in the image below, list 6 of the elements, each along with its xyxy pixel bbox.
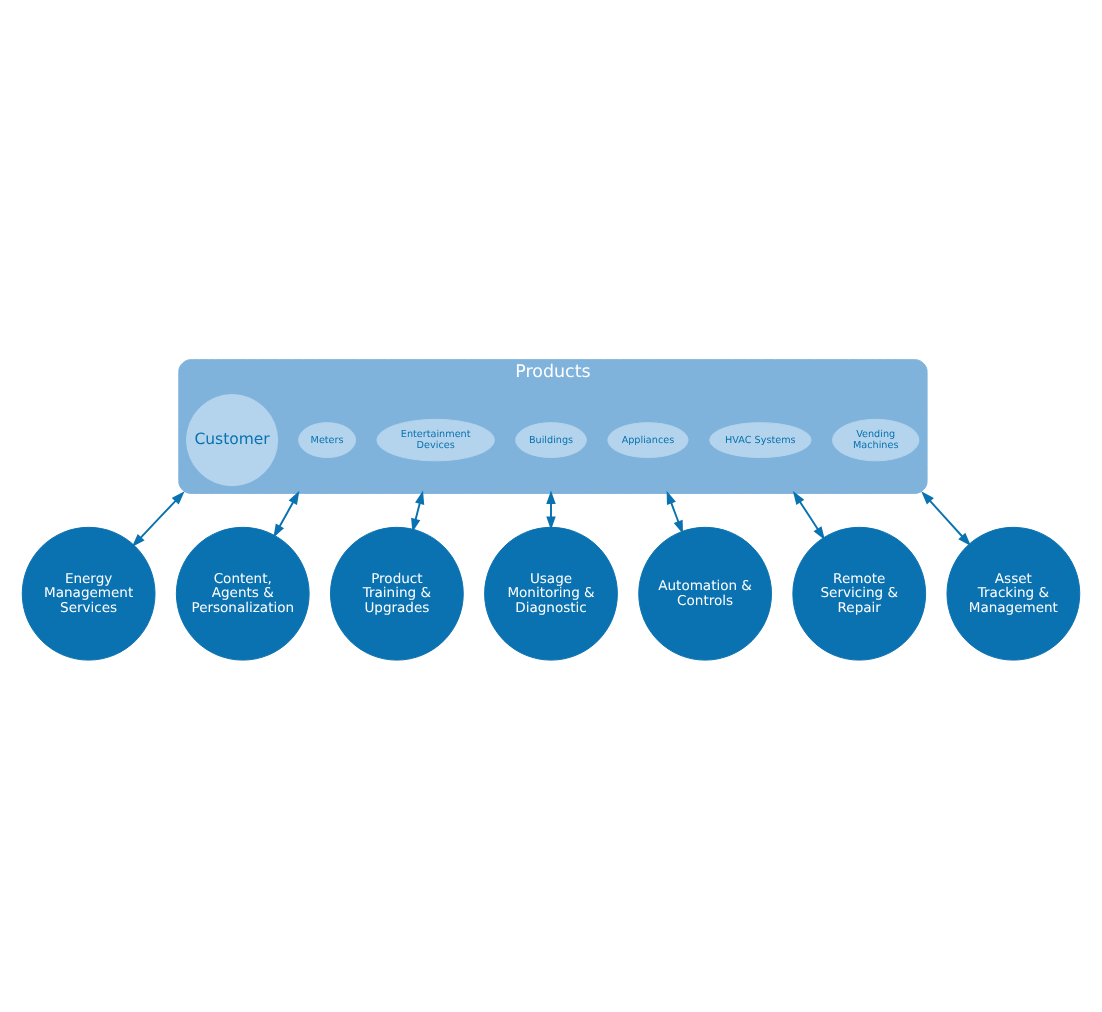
arrow	[666, 490, 683, 535]
arrow	[411, 490, 425, 533]
arrow	[792, 490, 825, 541]
arrow	[273, 490, 300, 538]
arrow	[921, 491, 971, 546]
arrow	[131, 491, 185, 548]
